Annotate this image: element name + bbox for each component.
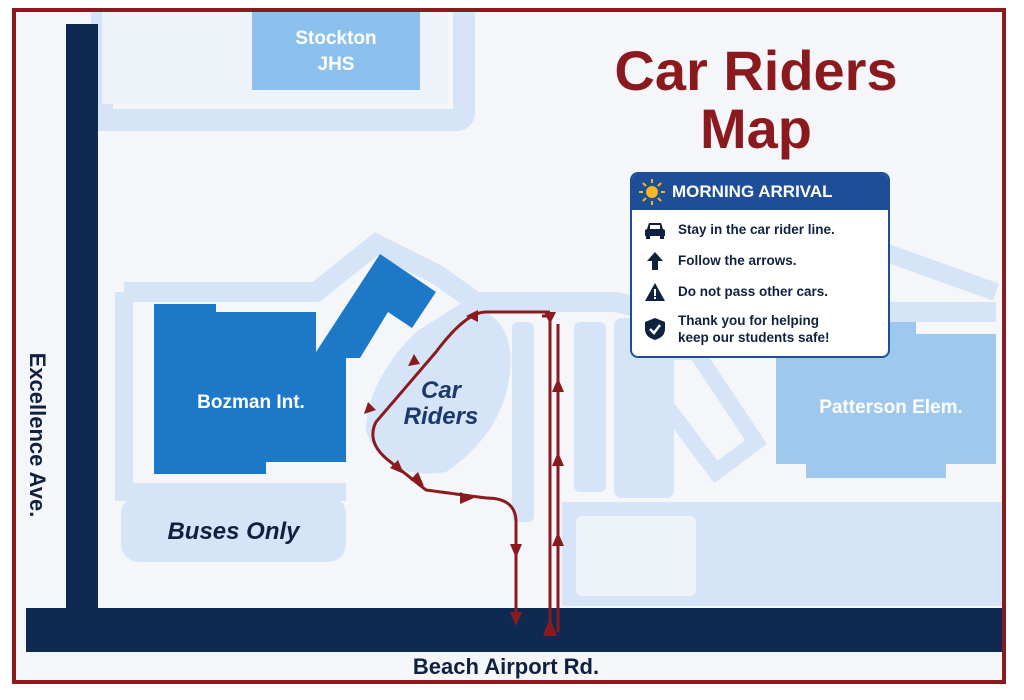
beach-airport-label: Beach Airport Rd.: [412, 654, 600, 679]
warning-icon: [632, 282, 678, 302]
car-riders-label-line-2: Riders: [403, 403, 479, 430]
legend-thank-line-1: Thank you for helping: [678, 313, 819, 328]
stockton-label-line-2: JHS: [317, 54, 355, 75]
title-line-2: Map: [700, 97, 812, 160]
legend-header: MORNING ARRIVAL: [632, 174, 888, 210]
car-riders-label-line-1: Car: [420, 377, 462, 404]
morning-arrival-legend: MORNING ARRIVAL Stay in the car rider li…: [630, 172, 890, 358]
legend-thank-line-2: keep our students safe!: [678, 330, 830, 345]
legend-item-thank-you: Thank you for helping keep our students …: [632, 307, 888, 351]
shield-check-icon: [632, 317, 678, 341]
stockton-label: Stockton JHS: [252, 26, 420, 78]
legend-item-text: Do not pass other cars.: [678, 284, 829, 299]
excellence-ave-road: [66, 24, 98, 628]
legend-item-text: Follow the arrows.: [678, 253, 797, 268]
legend-item-follow-arrows: Follow the arrows.: [632, 245, 888, 276]
legend-item-car-line: Stay in the car rider line.: [632, 214, 888, 245]
patterson-building: [776, 322, 996, 478]
parking-strip-3: [614, 318, 674, 498]
patterson-label: Patterson Elem.: [819, 397, 963, 418]
bozman-building: [154, 304, 346, 474]
legend-header-text: MORNING ARRIVAL: [672, 182, 833, 201]
legend-item-no-passing: Do not pass other cars.: [632, 276, 888, 307]
route-arrow: [410, 472, 424, 486]
bozman-wing: [316, 254, 436, 358]
route-arrow: [408, 354, 420, 366]
route-arrow: [466, 310, 478, 322]
east-diagonal: [880, 243, 1000, 301]
parking-strip-2: [574, 322, 606, 492]
route-arrow: [510, 544, 522, 558]
route-arrow: [460, 492, 474, 504]
route-arrow: [552, 452, 564, 466]
campus-map: [26, 12, 1002, 652]
route-arrow: [552, 532, 564, 546]
excellence-ave-label: Excellence Ave.: [25, 352, 50, 518]
car-icon: [632, 220, 678, 240]
route-arrow: [544, 312, 556, 324]
route-arrow: [390, 460, 404, 474]
buses-only-lot: [121, 496, 346, 562]
route-arrow: [364, 402, 376, 414]
map-title: Car Riders Map: [576, 42, 936, 158]
arrow-up-icon: [632, 251, 678, 271]
lower-lot-inner: [576, 516, 696, 596]
stockton-building: [252, 12, 420, 90]
legend-item-text: Thank you for helping keep our students …: [678, 312, 830, 346]
route-arrow: [543, 618, 557, 636]
campus-drive-west: [115, 292, 346, 501]
sun-icon: [632, 174, 672, 210]
stockton-parking: [91, 12, 475, 131]
legend-item-text: Stay in the car rider line.: [678, 222, 835, 237]
car-riders-label: Car Riders: [386, 378, 496, 430]
title-line-1: Car Riders: [614, 39, 898, 102]
bozman-label: Bozman Int.: [197, 392, 305, 413]
route-arrow: [510, 612, 522, 626]
map-frame: Car Riders Map Stockton JHS Bozman Int. …: [12, 8, 1006, 684]
route-arrow: [552, 378, 564, 392]
car-riders-oval: [366, 304, 511, 474]
buses-only-label: Buses Only: [167, 518, 300, 545]
stockton-label-line-1: Stockton: [295, 28, 377, 49]
parking-strip-1: [512, 322, 534, 522]
